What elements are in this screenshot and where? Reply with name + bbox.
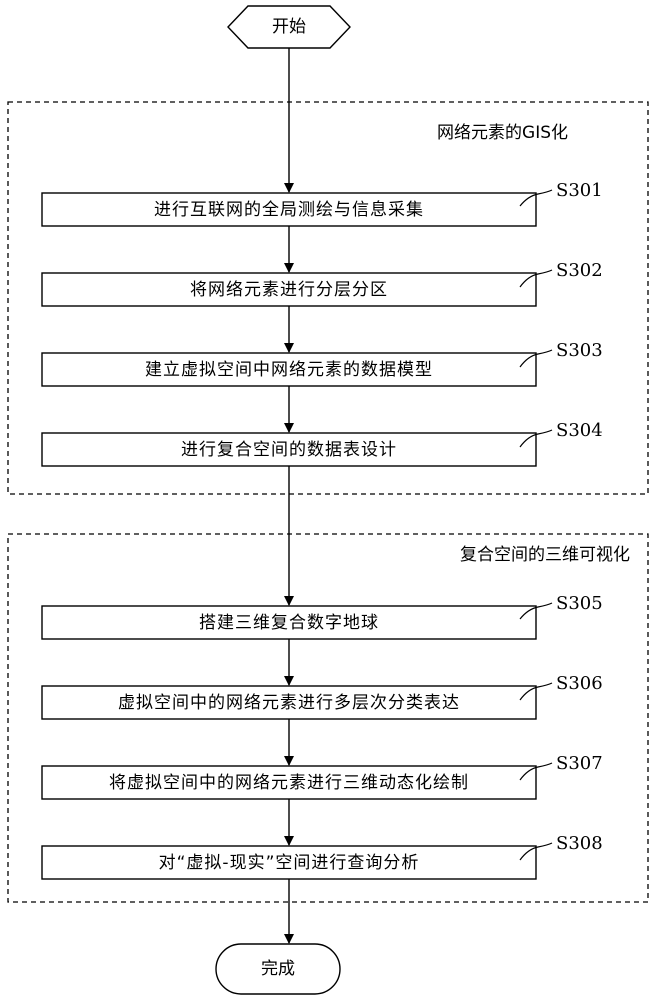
step-box-s305 [41,605,537,640]
step-text-s305: 搭建三维复合数字地球 [199,613,379,633]
start-terminal [227,5,351,49]
leader-s303 [519,349,553,368]
group-title-gis: 网络元素的GIS化 [437,123,568,143]
leader-s306 [519,682,553,701]
leader-s301 [519,189,553,207]
step-box-s302 [41,272,537,307]
leader-s302 [519,269,553,288]
step-text-s303: 建立虚拟空间中网络元素的数据模型 [145,360,433,380]
leader-lines [519,189,553,861]
step-box-s308 [41,845,537,880]
step-code-s308: S308 [556,833,603,854]
step-text-s306: 虚拟空间中的网络元素进行多层次分类表达 [118,693,460,713]
step-text-s301: 进行互联网的全局测绘与信息采集 [154,200,424,220]
group-title-3d: 复合空间的三维可视化 [460,545,630,565]
step-code-s306: S306 [556,673,603,694]
leader-s305 [519,602,553,620]
step-code-s305: S305 [556,593,603,614]
step-code-s301: S301 [556,180,603,201]
step-box-s304 [41,432,537,467]
group-frame-gis [7,101,649,495]
end-terminal [215,943,341,995]
step-box-s303 [41,352,537,387]
step-code-s304: S304 [556,420,603,441]
group-frame-3d [7,533,649,903]
end-label: 完成 [261,959,295,979]
step-code-s303: S303 [556,340,603,361]
start-label: 开始 [272,17,306,37]
step-text-s308: 对“虚拟-现实”空间进行查询分析 [158,853,420,873]
step-text-s307: 将虚拟空间中的网络元素进行三维动态化绘制 [109,773,469,793]
step-code-s307: S307 [556,753,603,774]
leader-s308 [519,842,553,861]
step-box-s301 [41,192,537,227]
step-text-s302: 将网络元素进行分层分区 [190,280,388,300]
step-text-s304: 进行复合空间的数据表设计 [181,440,397,460]
leader-s304 [519,429,553,448]
step-boxes [41,192,537,880]
leader-s307 [519,762,553,781]
step-code-s302: S302 [556,260,603,281]
step-box-s306 [41,685,537,720]
step-box-s307 [41,765,537,800]
